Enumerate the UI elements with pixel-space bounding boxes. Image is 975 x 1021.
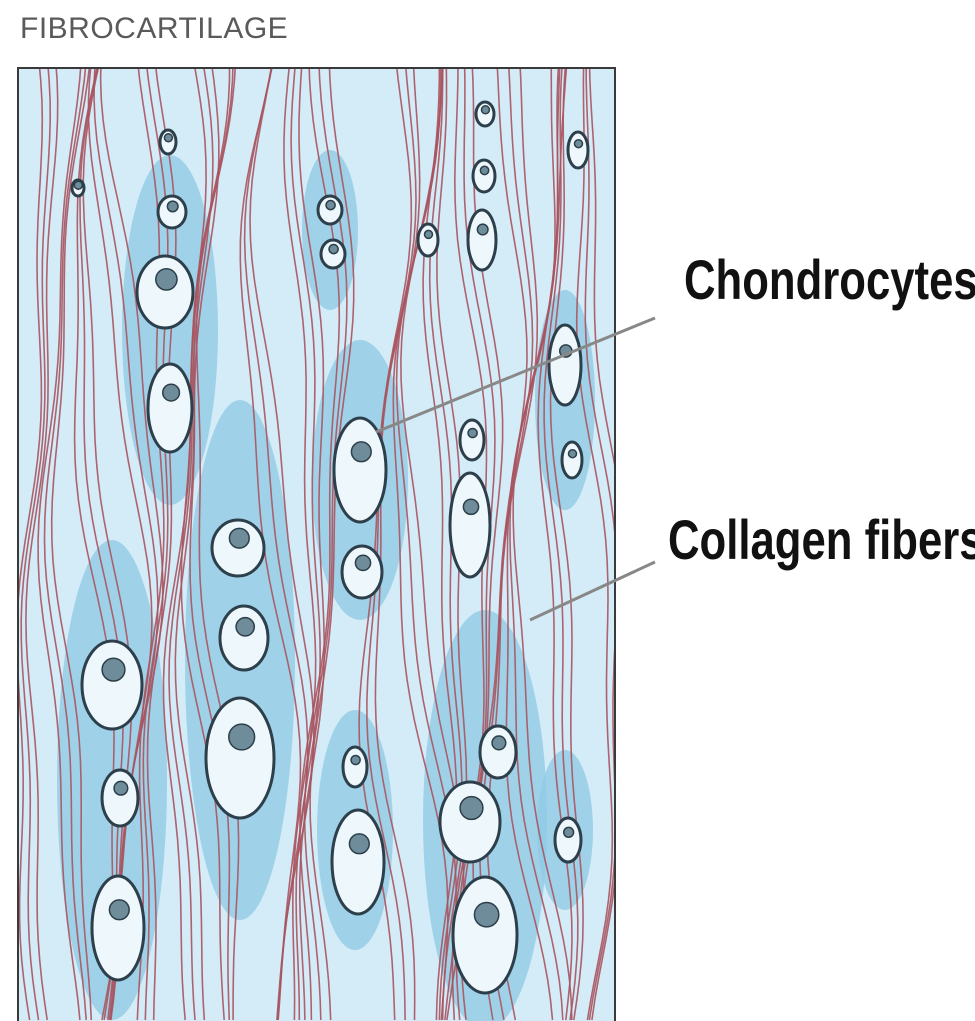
- chondrocyte: [450, 473, 490, 577]
- chondrocyte: [453, 877, 517, 993]
- collagen-fibers-label: Collagen fibers: [668, 512, 975, 568]
- chondrocyte-nucleus: [492, 736, 506, 750]
- chondrocyte: [562, 442, 582, 478]
- chondrocyte-nucleus: [236, 618, 254, 636]
- chondrocytes-label: Chondrocytes: [684, 252, 975, 308]
- chondrocyte: [555, 818, 581, 862]
- chondrocyte-nucleus: [167, 201, 178, 212]
- chondrocyte-nucleus: [477, 224, 488, 235]
- chondrocyte-nucleus: [564, 827, 574, 837]
- chondrocyte-nucleus: [229, 528, 249, 548]
- chondrocyte-nucleus: [164, 134, 172, 142]
- chondrocyte-nucleus: [74, 181, 82, 189]
- chondrocyte-nucleus: [326, 201, 335, 210]
- chondrocyte-nucleus: [109, 900, 129, 920]
- chondrocyte: [332, 810, 384, 914]
- chondrocyte-nucleus: [102, 658, 125, 681]
- chondrocyte-nucleus: [575, 140, 583, 148]
- chondrocyte: [82, 641, 142, 729]
- chondrocyte-nucleus: [163, 384, 180, 401]
- chondrocyte-nucleus: [460, 797, 483, 820]
- chondrocyte: [460, 420, 484, 460]
- chondrocyte-nucleus: [480, 166, 488, 174]
- chondrocyte: [480, 726, 516, 778]
- chondrocyte: [473, 160, 495, 192]
- chondrocyte: [418, 224, 438, 256]
- chondrocyte: [148, 364, 192, 452]
- chondrocyte-nucleus: [481, 106, 489, 114]
- chondrocyte-nucleus: [351, 442, 371, 462]
- chondrocyte: [549, 325, 581, 405]
- chondrocyte-nucleus: [463, 499, 478, 514]
- chondrocyte: [206, 698, 274, 818]
- chondrocyte-nucleus: [351, 755, 360, 764]
- chondrocyte: [137, 256, 193, 328]
- chondrocyte-nucleus: [329, 245, 338, 254]
- chondrocyte-nucleus: [355, 555, 370, 570]
- chondrocyte-nucleus: [474, 903, 498, 927]
- chondrocyte: [220, 606, 268, 670]
- chondrocyte-nucleus: [156, 269, 177, 290]
- chondrocyte: [334, 418, 386, 522]
- chondrocyte: [92, 876, 144, 980]
- chondrocyte-nucleus: [114, 781, 128, 795]
- chondrocyte: [343, 747, 367, 787]
- chondrocyte: [568, 132, 588, 168]
- chondrocyte: [342, 546, 382, 598]
- chondrocyte-nucleus: [569, 450, 577, 458]
- chondrocyte-nucleus: [425, 230, 433, 238]
- chondrocyte-nucleus: [229, 724, 255, 750]
- chondrocyte-nucleus: [349, 834, 369, 854]
- chondrocyte: [440, 782, 500, 862]
- chondrocyte-nucleus: [468, 428, 477, 437]
- chondrocyte: [468, 210, 496, 270]
- chondrocyte: [102, 770, 138, 826]
